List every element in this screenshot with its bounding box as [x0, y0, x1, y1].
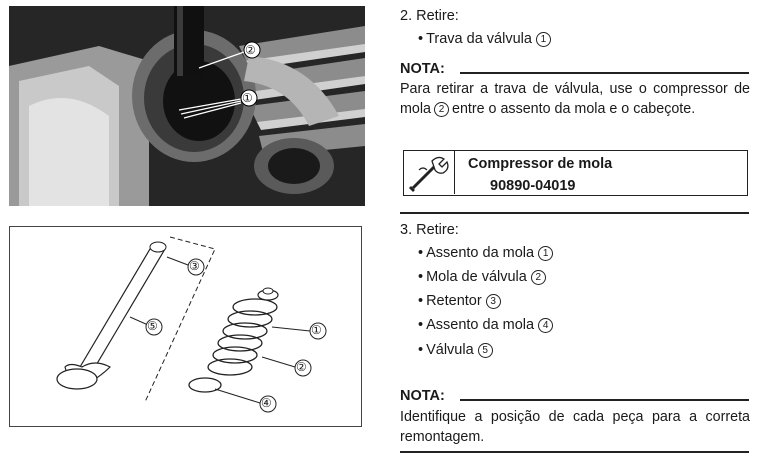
nota-2-title: NOTA:	[400, 388, 445, 404]
bullet-dot: •	[418, 317, 424, 333]
tool-name: Compressor de mola	[468, 156, 613, 172]
photo-callout-2: ②	[245, 43, 256, 57]
tool-divider	[400, 212, 749, 214]
tool-part-number: 90890-04019	[490, 178, 576, 194]
nota-1-text: Para retirar a trava de válvula, use o c…	[400, 80, 750, 119]
nota-2-text: Identifique a posição de cada peça para …	[400, 409, 750, 445]
step-3-item-num: 4	[538, 318, 554, 333]
photo-callout-1: ①	[242, 91, 253, 105]
engine-photo: ② ①	[9, 6, 365, 206]
engine-photo-illustration	[9, 6, 365, 206]
valve-diagram-illustration	[56, 236, 327, 413]
nota-1-title: NOTA:	[400, 61, 445, 77]
step-3-item-text: Válvula	[426, 342, 474, 358]
step-3-item-num: 2	[530, 270, 546, 285]
diagram-callout-2: ②	[296, 360, 307, 374]
tool-box: Compressor de mola 90890-04019	[403, 150, 748, 196]
nota-1-rule	[460, 72, 749, 74]
step-3-item-num: 3	[485, 294, 501, 309]
step-3-item-text: Retentor	[426, 293, 482, 309]
step-3-item-text: Mola de válvula	[426, 269, 527, 285]
diagram-callout-1: ①	[311, 323, 322, 337]
step-3-item-text: Assento da mola	[426, 245, 535, 261]
bullet-dot: •	[418, 342, 424, 358]
bullet-dot: •	[418, 31, 424, 47]
nota-2-rule	[460, 399, 749, 401]
step-3-item-num: 5	[477, 343, 493, 358]
nota-1: NOTA:	[400, 61, 749, 77]
diagram-callout-5: ⑤	[147, 319, 158, 333]
step-2-item-num: 1	[535, 32, 551, 47]
bullet-dot: •	[418, 269, 424, 285]
nota-2: NOTA:	[400, 388, 749, 404]
step-3-item-num: 1	[538, 246, 554, 261]
tool-icon-cell	[404, 151, 455, 194]
bullet-dot: •	[418, 245, 424, 261]
wrench-icon	[409, 156, 449, 192]
diagram-callout-3: ③	[189, 259, 200, 273]
nota-1-text-part-b: entre o assento da mola e o cabeçote.	[452, 100, 696, 117]
valve-exploded-diagram: ③ ⑤ ① ② ④	[9, 226, 362, 427]
nota-1-text-part-a: Para retirar a trava de válvula, use o c…	[400, 81, 750, 117]
nota-2-bottom-rule	[400, 451, 749, 453]
nota-1-ref-num: 2	[434, 101, 449, 117]
step-3-heading: 3. Retire:	[400, 222, 459, 238]
diagram-callout-4: ④	[261, 396, 272, 410]
step-2-item-text: Trava da válvula	[426, 31, 532, 47]
step-3-item-text: Assento da mola	[426, 317, 535, 333]
bullet-dot: •	[418, 293, 424, 309]
step-2-heading: 2. Retire:	[400, 8, 459, 24]
